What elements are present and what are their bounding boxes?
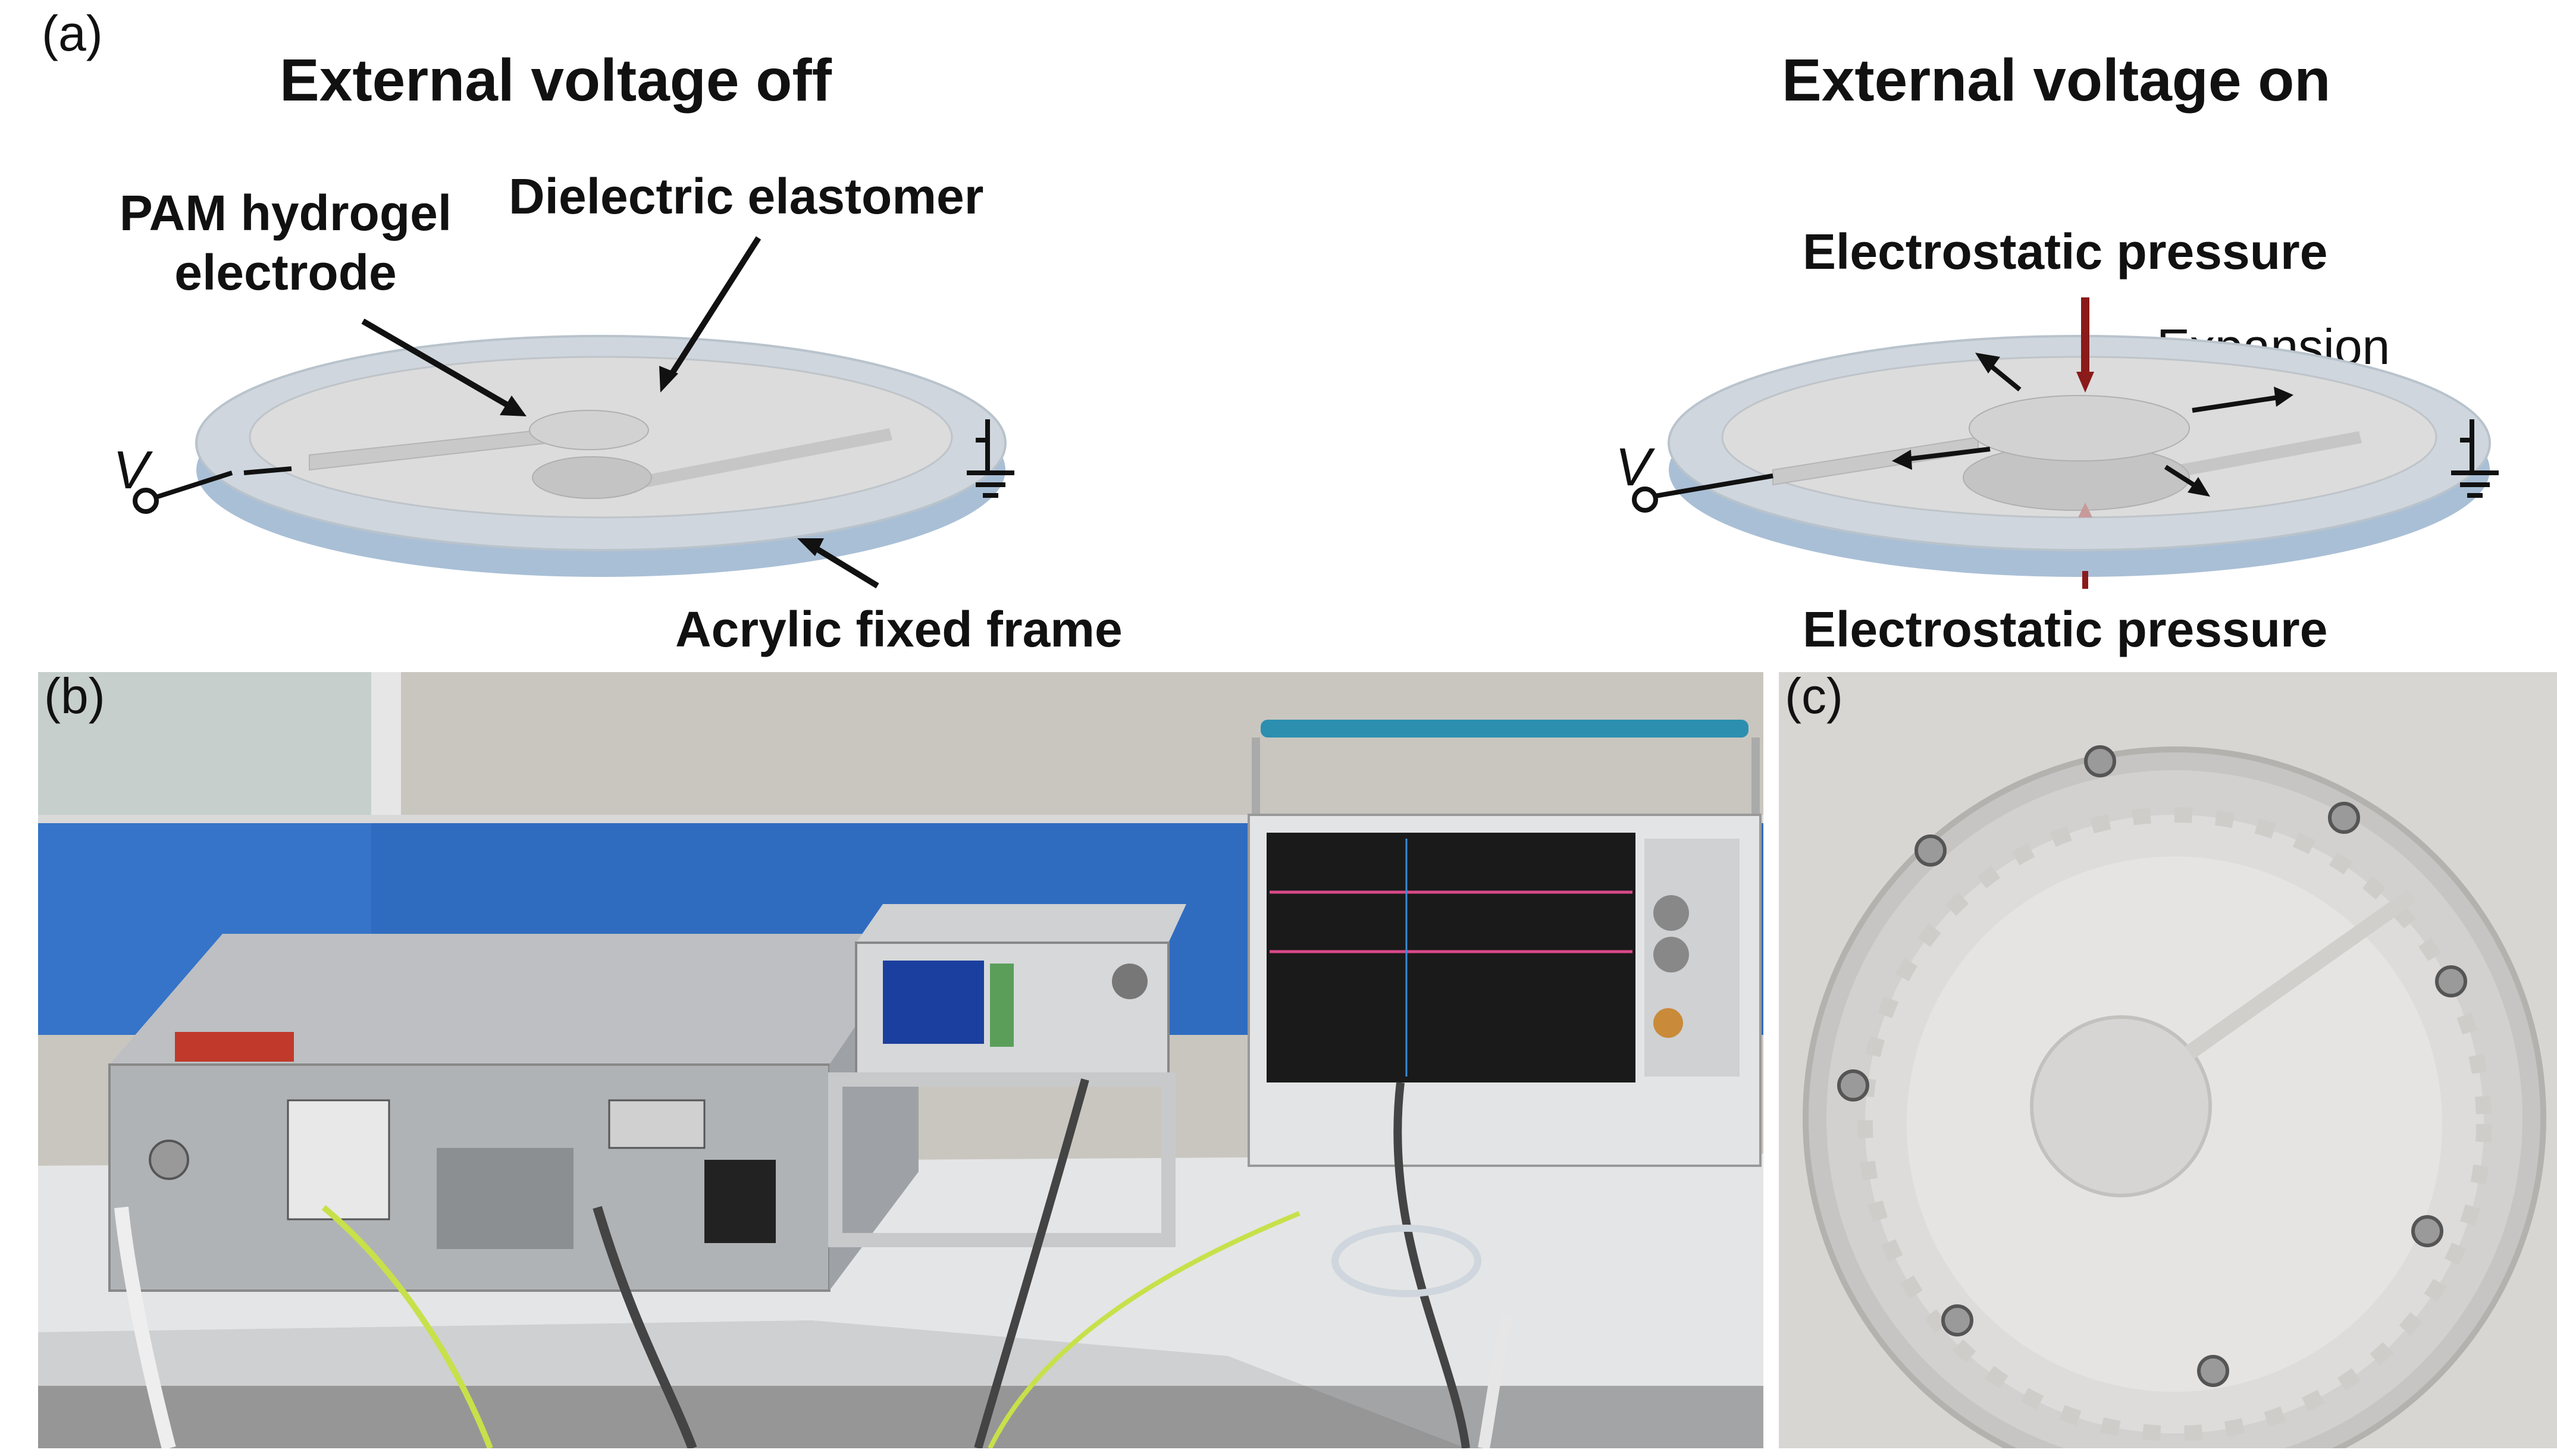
title-voltage-off: External voltage off xyxy=(280,47,832,114)
label-pressure-top: Electrostatic pressure xyxy=(1803,224,2328,280)
label-pam-hydrogel-line2: electrode xyxy=(174,244,397,300)
actuator-diagram-on xyxy=(1632,297,2499,589)
panel-b-label: (b) xyxy=(44,672,105,724)
title-voltage-on: External voltage on xyxy=(1782,47,2331,114)
sample-illustration xyxy=(1779,672,2557,1448)
label-acrylic-frame: Acrylic fixed frame xyxy=(675,601,1123,657)
label-pam-hydrogel-line1: PAM hydrogel xyxy=(119,185,452,241)
panel-a-label: (a) xyxy=(42,5,103,61)
label-pressure-bottom: Electrostatic pressure xyxy=(1803,601,2328,657)
label-dielectric-elastomer: Dielectric elastomer xyxy=(509,168,984,224)
photo-experimental-setup: (b) xyxy=(38,672,1763,1448)
setup-illustration xyxy=(38,672,1763,1448)
panel-c-label: (c) xyxy=(1785,672,1843,724)
actuator-diagram-off xyxy=(133,236,1014,589)
photo-actuator-sample: (c) xyxy=(1779,672,2557,1448)
